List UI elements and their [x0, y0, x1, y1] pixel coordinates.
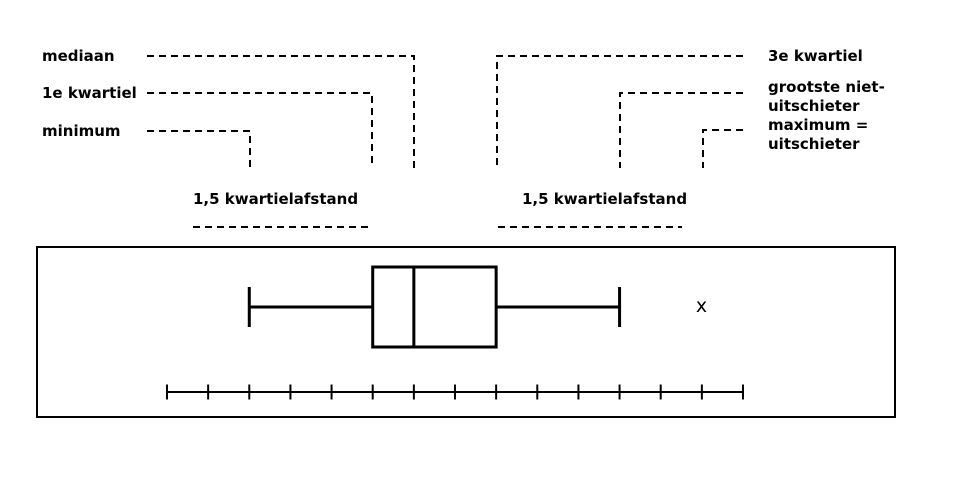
connector-mediaan-line	[147, 55, 415, 168]
connector-grootste-niet-uitschieter-line	[619, 92, 743, 168]
label-3e-kwartiel: 3e kwartiel	[768, 47, 863, 65]
label-grootste-niet-uitschieter: grootste niet- uitschieter	[768, 78, 885, 115]
label-iqr-right: 1,5 kwartielafstand	[522, 190, 688, 208]
label-maximum-uitschieter: maximum = uitschieter	[768, 116, 869, 153]
label-iqr-left: 1,5 kwartielafstand	[193, 190, 359, 208]
label-mediaan: mediaan	[42, 47, 115, 65]
number-line-axis	[166, 384, 744, 400]
connector-3e-kwartiel-line	[496, 55, 743, 168]
outlier-marker: x	[695, 295, 708, 317]
label-1e-kwartiel: 1e kwartiel	[42, 84, 137, 102]
connector-maximum-uitschieter-line	[702, 129, 743, 168]
connector-minimum-line	[147, 130, 251, 168]
box-rect	[371, 265, 498, 349]
boxplot-figure	[247, 265, 622, 349]
connector-1e-kwartiel-line	[147, 92, 373, 168]
plot-frame	[36, 246, 896, 418]
label-minimum: minimum	[42, 122, 121, 140]
annotation-connector-lines	[147, 55, 743, 228]
